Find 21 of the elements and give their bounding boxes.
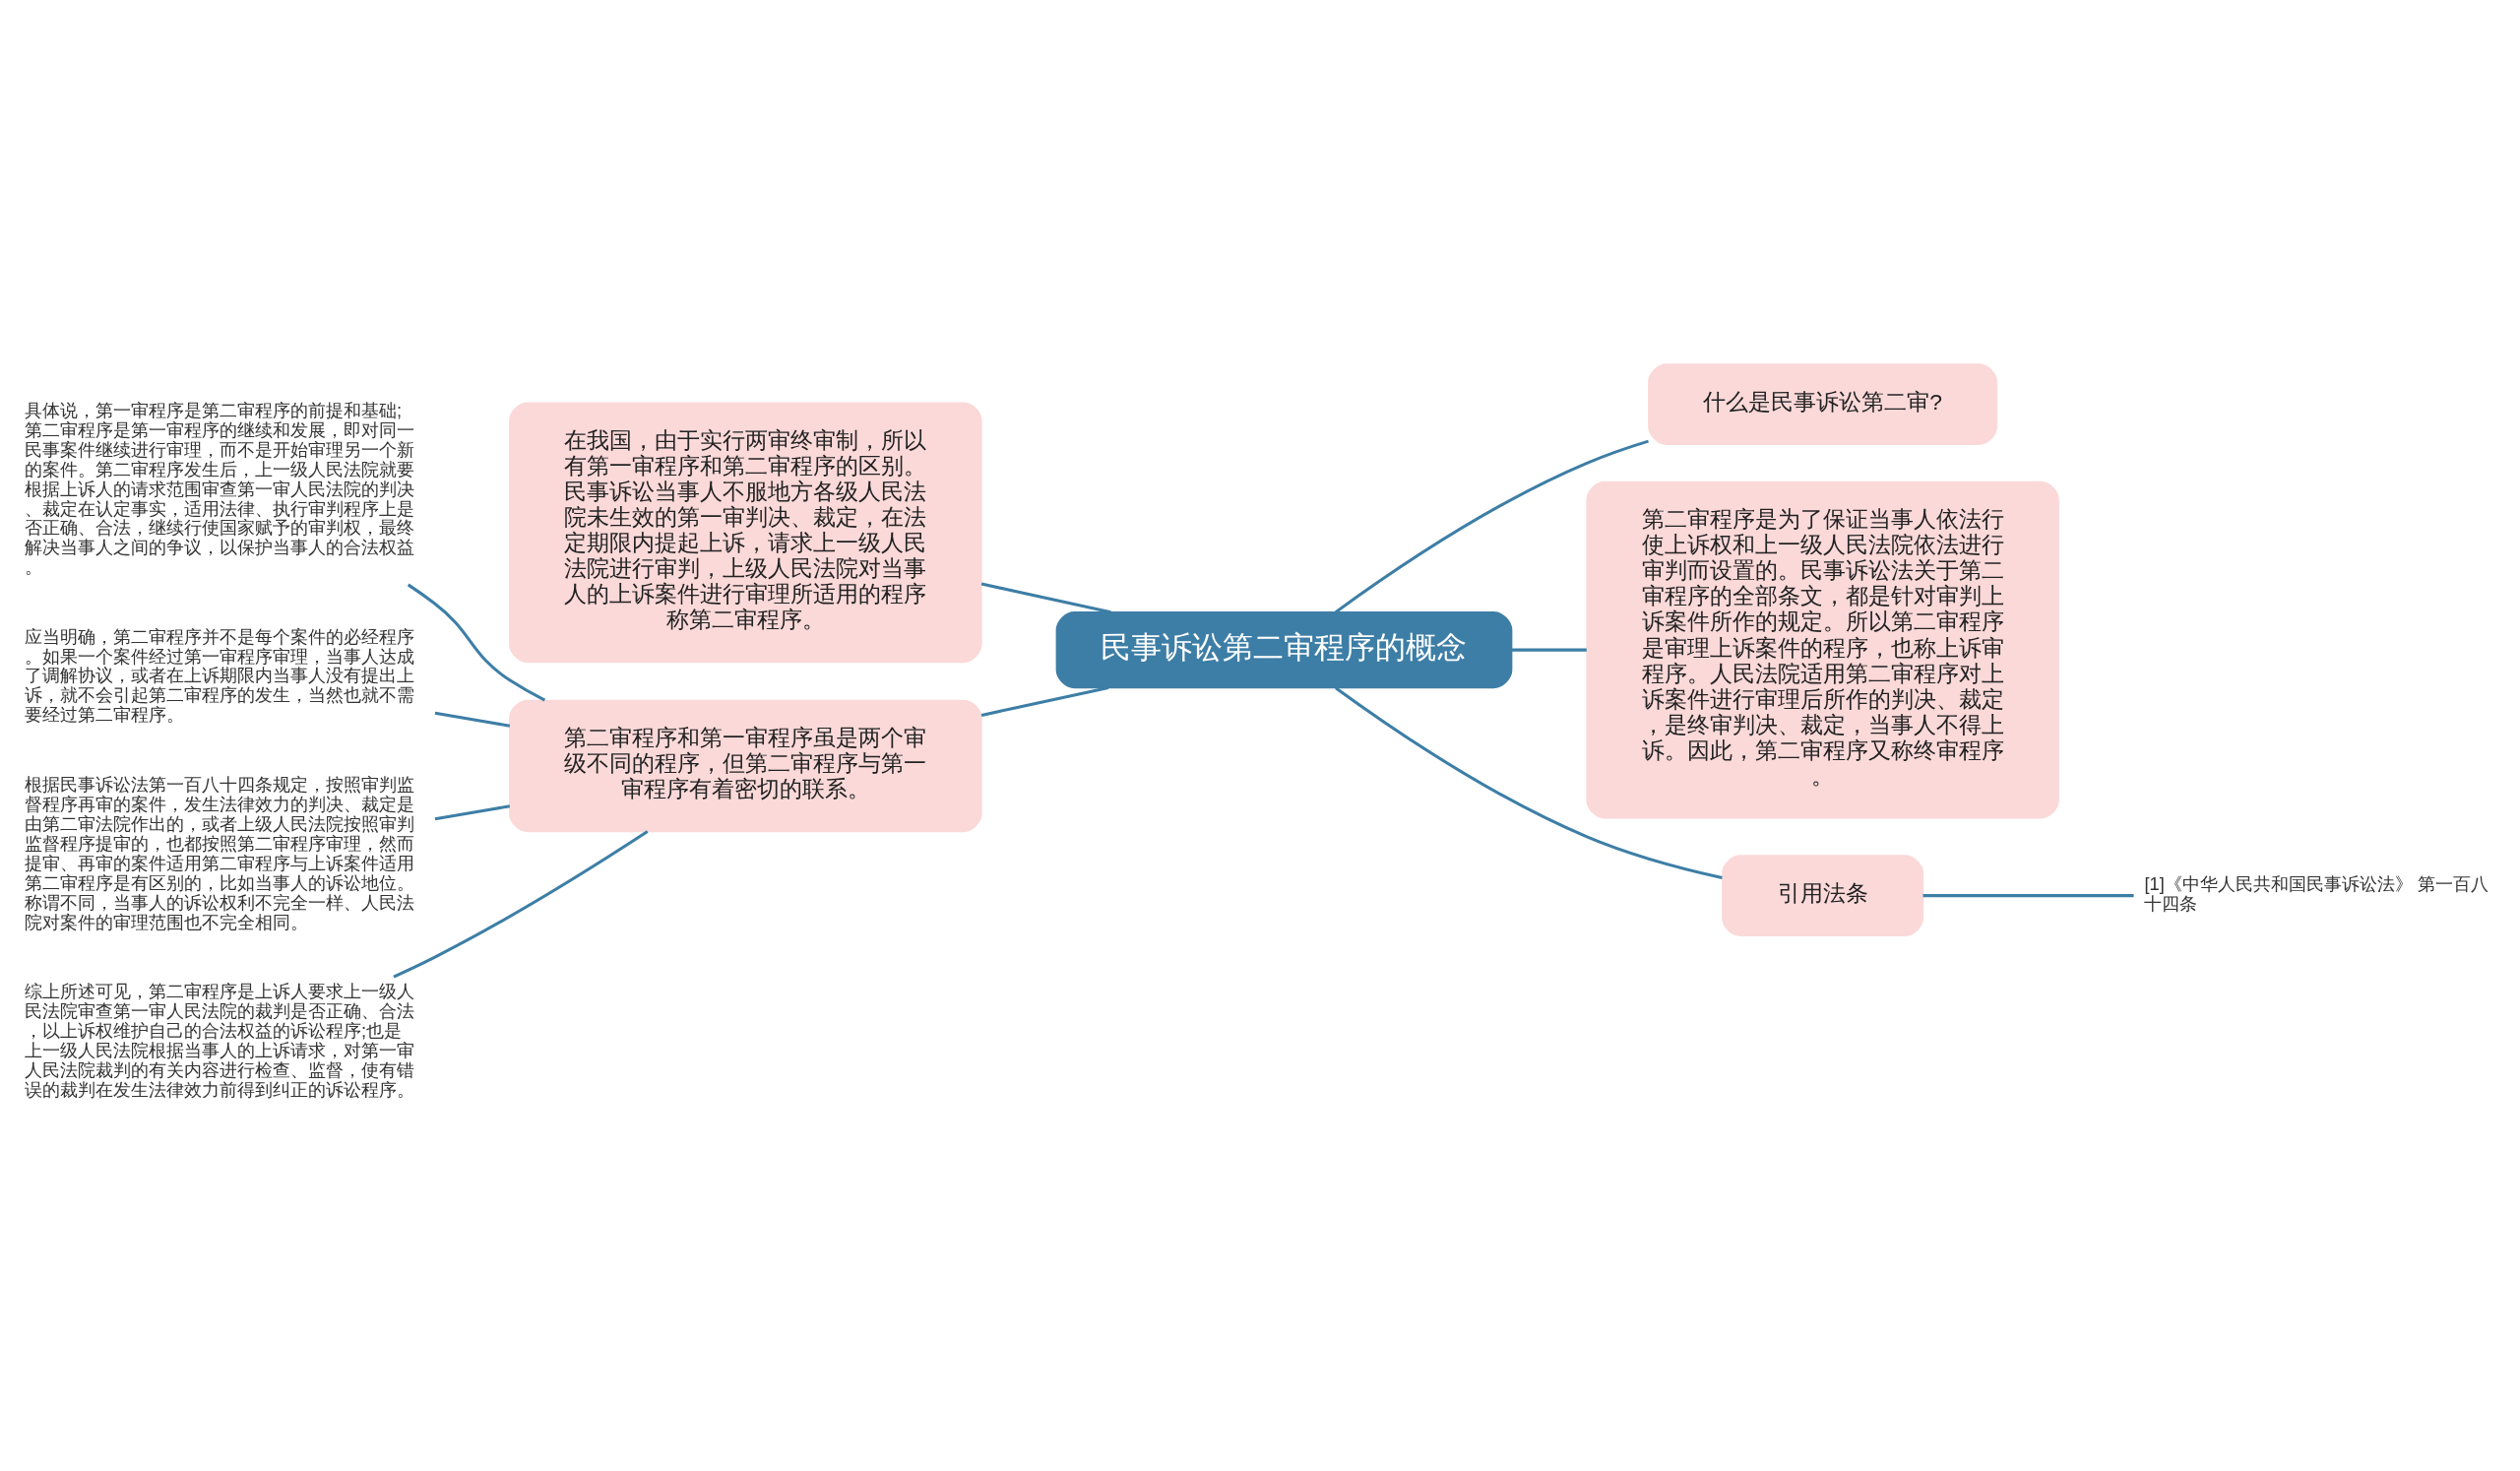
node-text: 具体说，第一审程序是第二审程序的前提和基础;第二审程序是第一审程序的继续和发展，即对同一民事案件继续进行审理，而不是开始审理另一个新的案件。第二审程序发生后，上一级人民法院就要根据上诉人的请求范围审查第一审人民法院的判决、裁定在认定事实，适用法律、执行审判程序上是否正确、合法，继续行使国家赋予的审判权，最终解决当事人之间的争议，以保护当事人的合法权益。 <box>25 400 415 578</box>
connector <box>434 711 511 728</box>
connector <box>1335 686 1723 880</box>
connector <box>980 582 1111 614</box>
node-text: 应当明确，第二审程序并不是每个案件的必经程序。如果一个案件经过第一审程序审理，当事人达成了调解协议，或者在上诉期限内当事人没有提出上诉，就不会引起第二审程序的发生，当然也就不需要经过第二审程序。 <box>25 625 415 726</box>
node-text: [1]《中华人民共和国民事诉讼法》 第一百八十四条 <box>2144 873 2488 915</box>
node-box: 引用法条 <box>1722 855 1924 936</box>
connector <box>407 583 546 702</box>
node-box: 在我国，由于实行两审终审制，所以有第一审程序和第二审程序的区别。民事诉讼当事人不服地方各级人民法院未生效的第一审判决、裁定，在法定期限内提起上诉，请求上一级人民法院进行审判，上级人民法院对当事人的上诉案件进行审理所适用的程序称第二审程序。 <box>509 402 982 664</box>
node-box: 什么是民事诉讼第二审? <box>1648 363 1998 445</box>
node-text: 根据民事诉讼法第一百八十四条规定，按照审判监督程序再审的案件，发生法律效力的判决、裁定是由第二审法院作出的，或者上级人民法院按照审判监督程序提审的，也都按照第二审程序审理，然而提审、再审的案件适用第二审程序与上诉案件适用第二审程序是有区别的，比如当事人的诉讼地位。称谓不同，当事人的诉讼权利不完全一样、人民法院对案件的审理范围也不完全相同。 <box>25 774 415 932</box>
connector <box>980 685 1109 717</box>
connector <box>1511 648 1587 652</box>
node-box: 民事诉讼第二审程序的概念 <box>1055 611 1513 689</box>
node-box: 第二审程序和第一审程序虽是两个审级不同的程序，但第二审程序与第一审程序有着密切的联系。 <box>509 699 982 833</box>
node-box: 第二审程序是为了保证当事人依法行使上诉权和上一级人民法院依法进行审判而设置的。民事诉讼法关于第二审程序的全部条文，都是针对审判上诉案件所作的规定。所以第二审程序是审理上诉案件的程序，也称上诉审程序。人民法院适用第二审程序对上诉案件进行审理后所作的判决、裁定，是终审判决、裁定，当事人不得上诉。因此，第二审程序又称终审程序。 <box>1586 480 2059 819</box>
connector <box>434 804 511 821</box>
connector <box>1922 894 2134 898</box>
connector <box>393 830 649 979</box>
node-text: 综上所述可见，第二审程序是上诉人要求上一级人民法院审查第一审人民法院的裁判是否正确、合法，以上诉权维护自己的合法权益的诉讼程序;也是上一级人民法院根据当事人的上诉请求，对第一审人民法院裁判的有关内容进行检查、监督，使有错误的裁判在发生法律效力前得到纠正的诉讼程序。 <box>25 981 415 1100</box>
connector <box>1335 439 1649 613</box>
